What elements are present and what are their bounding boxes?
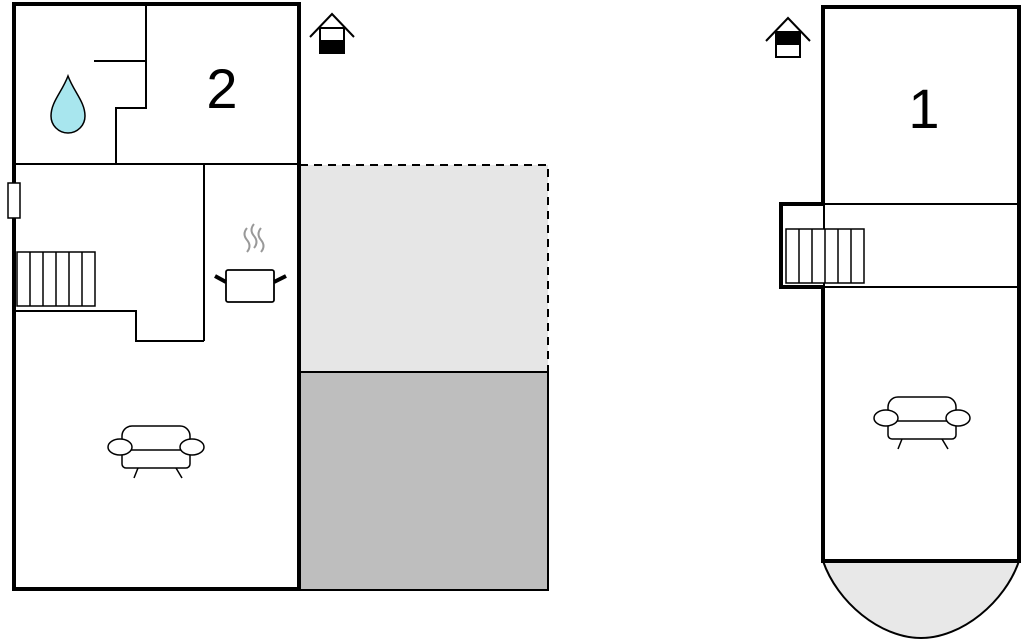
house-level-icon-lower (309, 12, 355, 54)
stairs-icon (16, 251, 96, 307)
covered-terrace (299, 164, 549, 373)
floor-plan-right: 1 (765, 5, 1021, 640)
sofa-icon (107, 425, 205, 479)
stairs-icon (785, 228, 865, 284)
balcony (821, 560, 1021, 640)
sofa-icon (873, 396, 971, 450)
interior-walls (14, 4, 299, 342)
floor-plan-left: 2 (7, 2, 549, 591)
terrace (299, 371, 549, 591)
door-icon (7, 182, 21, 219)
house-level-icon-upper (765, 16, 811, 58)
floor-number-label: 2 (206, 57, 237, 120)
cooking-pot-icon (214, 223, 287, 303)
outer-wall (12, 2, 301, 591)
water-drop-icon (50, 73, 86, 134)
floor-number-label: 1 (908, 77, 939, 140)
interior-walls (823, 203, 1019, 288)
